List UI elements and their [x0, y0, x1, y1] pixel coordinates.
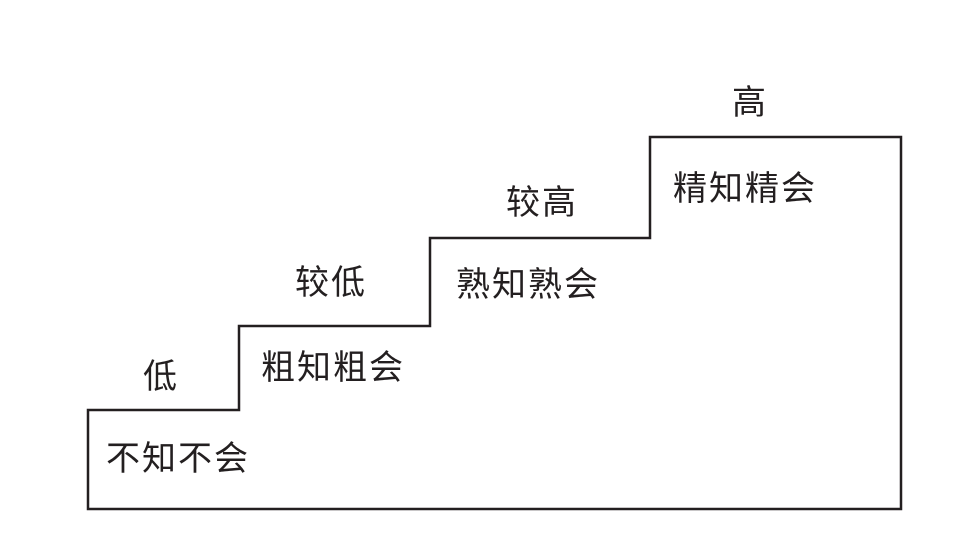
step-3-description: 熟知熟会 [456, 266, 600, 304]
step-4-description: 精知精会 [673, 170, 817, 208]
step-2-level-label: 较低 [295, 264, 367, 302]
step-2-description: 粗知粗会 [261, 349, 405, 387]
step-1-description: 不知不会 [106, 440, 250, 478]
step-1-level-label: 低 [143, 358, 179, 396]
step-4-level-label: 高 [732, 84, 768, 122]
step-3-level-label: 较高 [506, 184, 578, 222]
staircase-outline-path [86, 135, 903, 511]
